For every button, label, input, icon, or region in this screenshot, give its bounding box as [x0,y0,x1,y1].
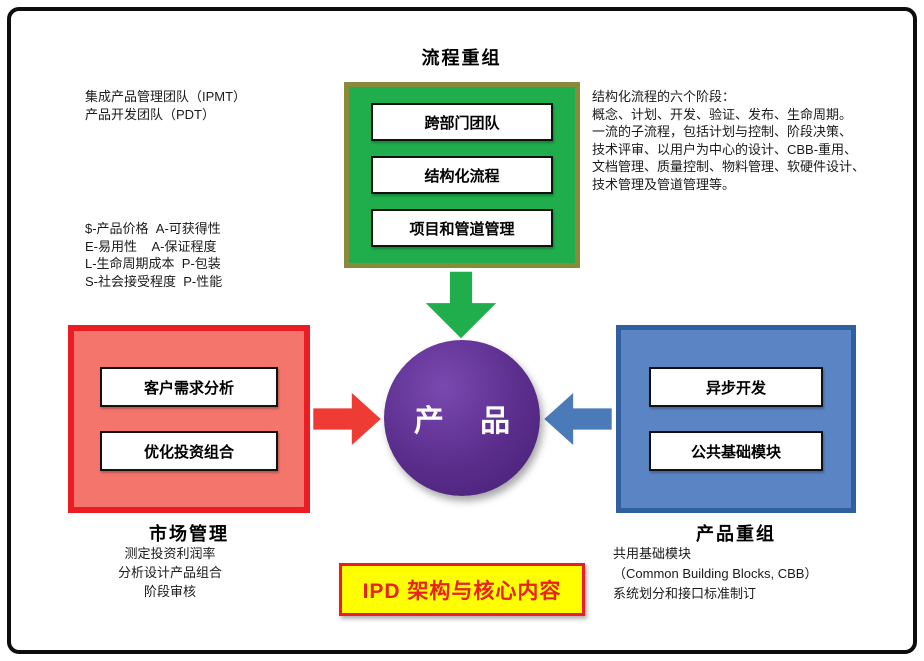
process-box: 跨部门团队 结构化流程 项目和管道管理 [344,82,580,268]
product-section-title: 产品重组 [696,524,776,544]
diagram-title-banner: IPD 架构与核心内容 [339,563,585,616]
down-arrow-icon [425,271,497,339]
right-arrow-icon [313,393,381,445]
market-item: 客户需求分析 [100,367,278,407]
structured-process-stages-note: 结构化流程的六个阶段： 概念、计划、开发、验证、发布、生命周期。 一流的子流程，… [592,89,866,192]
process-item: 项目和管道管理 [371,209,553,247]
product-circle: 产 品 [384,340,540,496]
market-item: 优化投资组合 [100,431,278,471]
product-circle-label: 产 品 [413,405,525,438]
left-arrow-icon [544,393,612,445]
ipmt-pdt-note: 集成产品管理团队（IPMT） 产品开发团队（PDT） [85,89,247,122]
diagram-title: IPD 架构与核心内容 [362,579,562,603]
process-item: 结构化流程 [371,156,553,194]
market-bottom-note: 测定投资利润率 分析设计产品组合 阶段审核 [117,546,222,599]
product-attributes-note: $-产品价格 A-可获得性 E-易用性 A-保证程度 L-生命周期成本 P-包装… [85,221,223,289]
product-bottom-note: 共用基础模块 （Common Building Blocks, CBB） 系统划… [613,546,818,601]
product-item: 公共基础模块 [649,431,823,471]
product-item: 异步开发 [649,367,823,407]
process-section-title: 流程重组 [421,48,502,68]
product-reuse-box: 异步开发 公共基础模块 [616,325,856,513]
market-section-title: 市场管理 [149,524,229,544]
process-item: 跨部门团队 [371,103,553,141]
market-box: 客户需求分析 优化投资组合 [68,325,310,513]
